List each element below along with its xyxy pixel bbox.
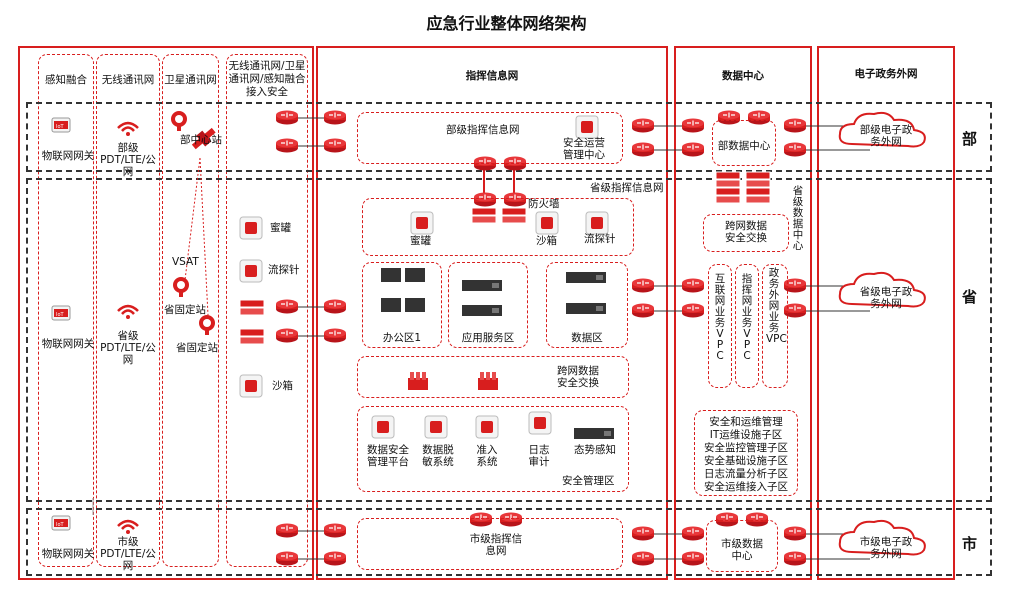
header-wireless: 无线通讯网	[101, 74, 155, 86]
level-province: 省	[962, 288, 978, 306]
sec-mgmt-zone	[357, 406, 629, 492]
vpc-egov-label: 政务外网业务VPC	[766, 267, 787, 345]
sec-item-0: 数据安全管理平台	[367, 444, 409, 468]
header-command: 指挥信息网	[465, 70, 519, 82]
sensing-column	[38, 54, 94, 567]
cmd-honeypot-label: 蜜罐	[410, 235, 431, 247]
dc-ops-0: 安全和运维管理	[709, 416, 783, 428]
vpc-internet-label: 互联网业务VPC	[714, 273, 726, 362]
dc-ops-1: IT运维设施子区	[709, 429, 783, 441]
header-egov: 电子政务外网	[854, 68, 918, 80]
datacenter-column-box	[674, 46, 812, 580]
province-dc-label: 省级数据中心	[792, 185, 804, 252]
level-ministry: 部	[962, 130, 978, 148]
firewall-label: 防火墙	[528, 198, 560, 210]
firewall-zone	[362, 198, 634, 256]
app-zone	[448, 262, 528, 348]
wireless-ministry: 部级PDT/LTE/公网	[100, 142, 156, 178]
egov-province-label: 省级电子政务外网	[859, 286, 913, 310]
sec-item-4: 态势感知	[574, 444, 616, 456]
band-province	[26, 178, 992, 502]
city-command-box	[357, 518, 623, 570]
level-city: 市	[962, 535, 978, 553]
access-probe: 流探针	[268, 264, 300, 276]
access-sandbox: 沙箱	[272, 380, 293, 392]
iot-gateway-city: 物联网网关	[41, 548, 95, 560]
left-group-box	[18, 46, 314, 580]
header-access-security: 无线通讯网/卫星通讯网/感知融合接入安全	[228, 60, 306, 98]
dc-ops-3: 安全基础设施子区	[704, 455, 788, 467]
header-datacenter: 数据中心	[722, 70, 764, 82]
iot-gateway-province: 物联网网关	[41, 338, 95, 350]
header-sensing: 感知融合	[45, 74, 87, 86]
wireless-column	[96, 54, 160, 567]
city-dc-label: 市级数据中心	[721, 538, 763, 562]
wireless-province: 省级PDT/LTE/公网	[100, 330, 156, 366]
wireless-city: 市级PDT/LTE/公网	[100, 536, 156, 572]
vpc-egov-box	[762, 264, 788, 388]
vpc-command-box	[735, 264, 759, 388]
city-dc-box	[706, 520, 778, 572]
satellite-column	[162, 54, 219, 567]
sec-zone-label: 安全管理区	[562, 475, 615, 487]
app-zone-label: 应用服务区	[461, 332, 515, 344]
sat-fixed-2: 省固定站	[176, 342, 218, 354]
data-zone-label: 数据区	[571, 332, 603, 344]
header-satellite: 卫星通讯网	[164, 74, 217, 86]
city-command-label: 市级指挥信息网	[469, 533, 523, 557]
ops-center-label: 安全运营管理中心	[563, 137, 605, 161]
band-city	[26, 508, 992, 576]
ministry-command-label: 部级指挥信息网	[446, 124, 520, 136]
egov-city-label: 市级电子政务外网	[859, 536, 913, 560]
dc-ops-2: 安全监控管理子区	[704, 442, 788, 454]
ministry-dc-label: 部数据中心	[717, 140, 771, 152]
data-zone	[546, 262, 628, 348]
access-honeypot: 蜜罐	[270, 222, 291, 234]
dc-ops-5: 安全运维接入子区	[704, 481, 788, 493]
egov-ministry-label: 部级电子政务外网	[859, 124, 913, 148]
sat-vsat: VSAT	[172, 256, 199, 268]
ministry-command-box	[357, 112, 623, 164]
cmd-probe-label: 流探针	[584, 233, 616, 245]
dc-ops-4: 日志流量分析子区	[704, 468, 788, 480]
office-label: 办公区1	[382, 332, 422, 344]
sec-item-3: 日志审计	[528, 444, 550, 468]
dc-cross-exchange-box	[703, 214, 789, 252]
sec-item-2: 准入系统	[476, 444, 498, 468]
sec-item-1: 数据脱敏系统	[422, 444, 454, 468]
access-security-column	[226, 54, 308, 567]
cmd-sandbox-label: 沙箱	[536, 235, 557, 247]
province-command-label: 省级指挥信息网	[590, 182, 664, 194]
dc-cross-exchange-label: 跨网数据安全交换	[725, 220, 767, 244]
command-column-box	[316, 46, 668, 580]
ministry-dc-box	[712, 120, 776, 166]
vpc-command-label: 指挥网业务VPC	[741, 273, 753, 362]
band-ministry	[26, 102, 992, 172]
page-title: 应急行业整体网络架构	[426, 14, 587, 33]
egov-column-box	[817, 46, 955, 580]
office-zone	[362, 262, 442, 348]
sat-hub: 部中心站	[180, 134, 222, 146]
cross-exchange-label: 跨网数据安全交换	[557, 365, 599, 389]
vpc-internet-box	[708, 264, 732, 388]
dc-ops-box	[694, 410, 798, 496]
iot-gateway-ministry: 物联网网关	[41, 150, 95, 162]
cross-exchange-zone	[357, 356, 629, 398]
sat-fixed-1: 省固定站	[164, 304, 206, 316]
